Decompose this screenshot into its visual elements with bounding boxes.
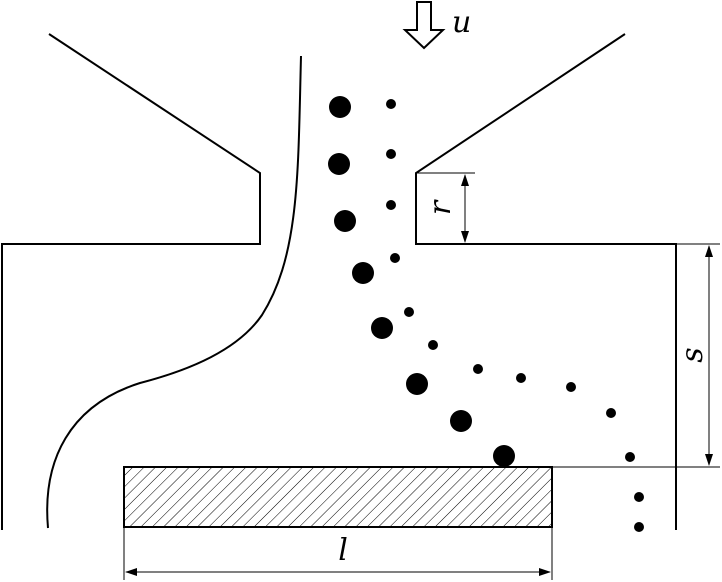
label-u: u <box>452 5 471 40</box>
large-particle <box>352 262 374 284</box>
small-particle <box>625 452 635 462</box>
collector-plate <box>123 466 553 528</box>
down-arrow-icon <box>402 1 446 50</box>
small-particle <box>390 253 400 263</box>
large-particles <box>328 96 515 467</box>
label-l: l <box>338 533 348 568</box>
small-particle <box>386 200 396 210</box>
small-particle <box>428 340 438 350</box>
small-particle <box>473 364 483 374</box>
small-particle <box>386 99 396 109</box>
right-wall <box>415 33 677 530</box>
large-particle <box>334 210 356 232</box>
small-particle <box>566 382 576 392</box>
large-particle <box>328 153 350 175</box>
label-r: r <box>423 199 458 215</box>
large-particle <box>406 373 428 395</box>
small-particle <box>404 307 414 317</box>
small-particle <box>606 408 616 418</box>
large-particle <box>450 410 472 432</box>
large-particle <box>329 96 351 118</box>
small-particle <box>386 149 396 159</box>
small-particle <box>634 522 644 532</box>
dimension-s: s <box>552 243 720 468</box>
small-particle <box>516 373 526 383</box>
small-particles <box>386 99 644 532</box>
large-particle <box>371 317 393 339</box>
large-particle <box>493 445 515 467</box>
dimension-l: l <box>123 527 553 580</box>
label-s: s <box>675 347 710 362</box>
flow-streamline <box>46 55 302 529</box>
left-wall <box>1 33 261 530</box>
small-particle <box>634 492 644 502</box>
dimension-r: r <box>416 172 475 245</box>
